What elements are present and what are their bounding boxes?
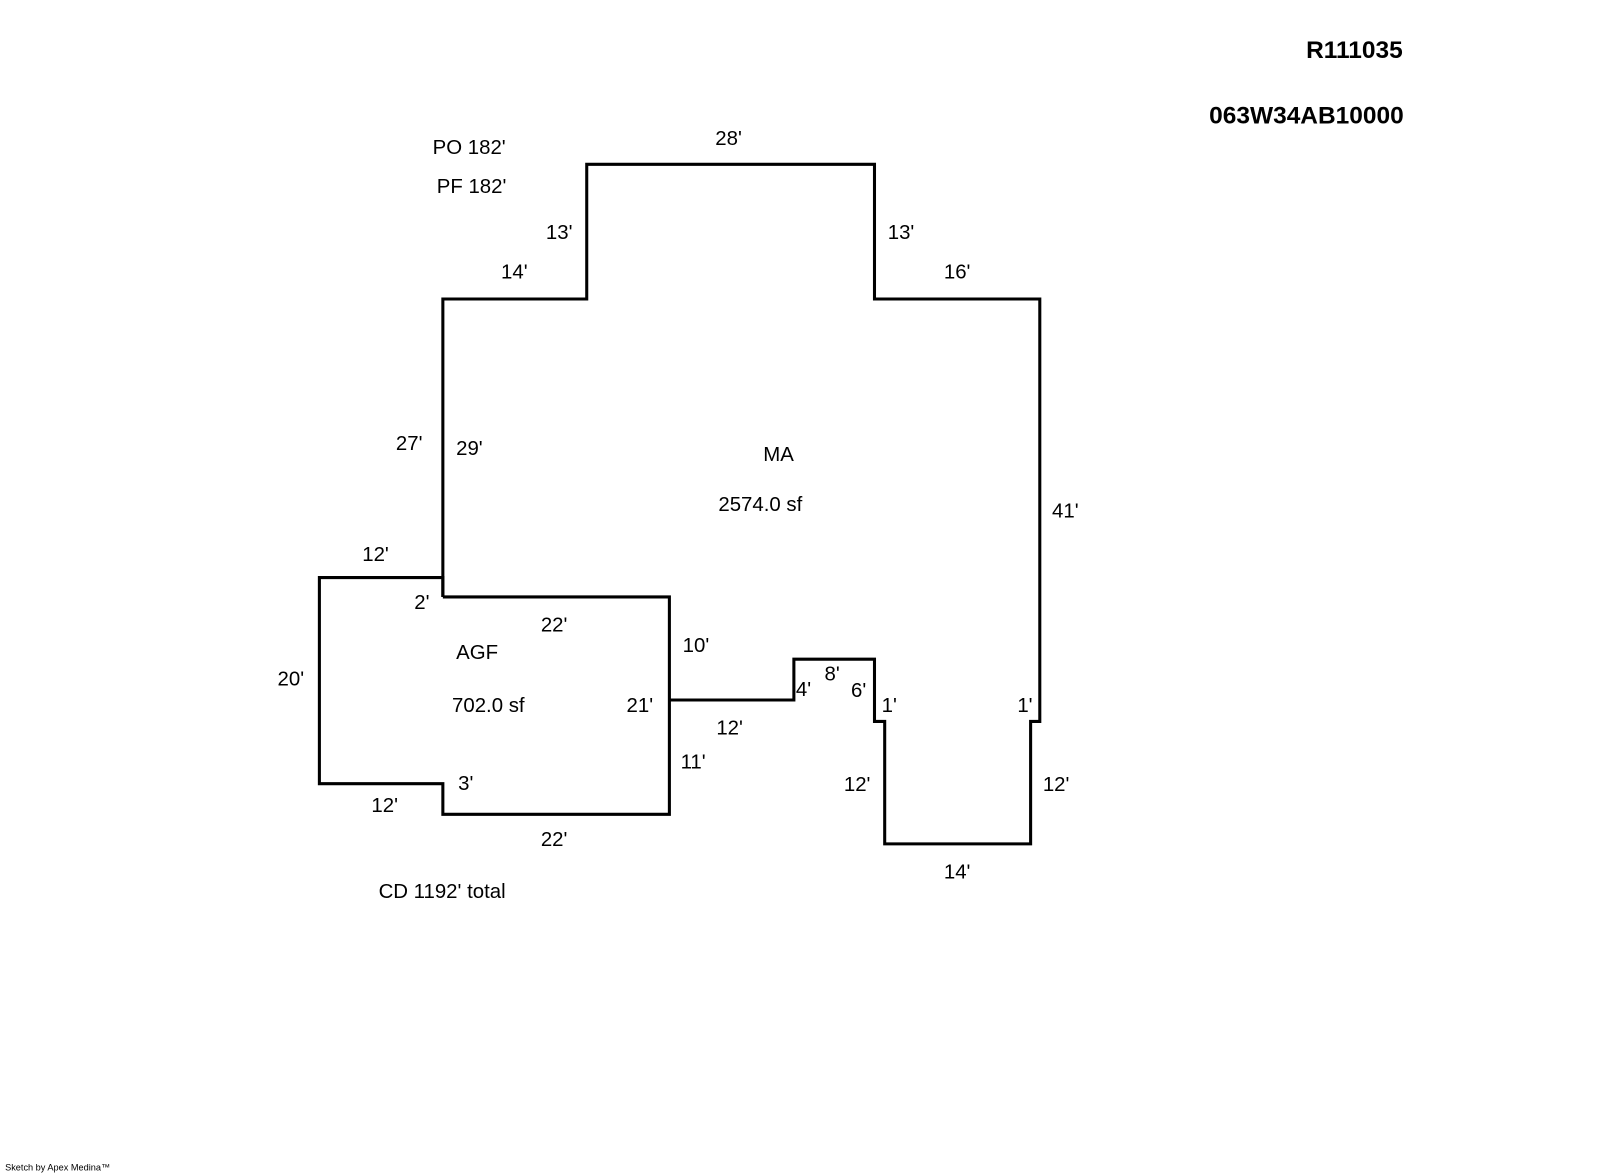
main-area-outline <box>441 162 1042 846</box>
dim-label: 13' <box>546 222 573 244</box>
pf-total: PF 182' <box>437 176 507 198</box>
dim-label: 14' <box>944 862 971 884</box>
dim-label: 16' <box>944 262 971 284</box>
po-total: PO 182' <box>433 137 506 159</box>
dim-label: 21' <box>627 695 654 717</box>
sketch-credit: Sketch by Apex Medina™ <box>5 1162 110 1172</box>
dim-label: 4' <box>796 679 811 701</box>
dim-label: 22' <box>541 615 568 637</box>
dim-label: 1' <box>882 695 897 717</box>
dim-label: 12' <box>1043 774 1070 796</box>
garage-outline <box>317 576 671 816</box>
dim-label: 12' <box>371 795 398 817</box>
dim-label: 10' <box>683 635 710 657</box>
dim-label: 14' <box>501 262 528 284</box>
dim-label: 12' <box>362 544 389 566</box>
dim-label: 20' <box>278 669 305 691</box>
cd-total: CD 1192' total <box>379 881 506 903</box>
dim-label: 41' <box>1052 500 1079 522</box>
dim-label: 6' <box>851 680 866 702</box>
agf-area: 702.0 sf <box>452 695 525 717</box>
account-number: R111035 <box>1306 37 1403 64</box>
dim-label: 29' <box>456 438 483 460</box>
dim-label: 12' <box>716 718 743 740</box>
dim-label: 12' <box>844 774 871 796</box>
dim-label: 8' <box>824 664 839 686</box>
agf-label: AGF <box>456 642 498 664</box>
ma-area: 2574.0 sf <box>718 494 802 516</box>
dim-label: 22' <box>541 829 568 851</box>
dim-label: 1' <box>1017 695 1032 717</box>
dim-label: 3' <box>458 773 473 795</box>
map-number: 063W34AB10000 <box>1209 102 1404 129</box>
dim-label: 11' <box>681 751 706 773</box>
dimension-labels: 28' 13' 13' 14' 16' 27' 29' 41' 4' 8' 6'… <box>278 128 1079 884</box>
dim-label: 28' <box>715 128 742 150</box>
dim-label: 2' <box>414 592 429 614</box>
dim-label: 27' <box>396 433 423 455</box>
dim-label: 13' <box>888 222 915 244</box>
ma-label: MA <box>763 444 794 466</box>
